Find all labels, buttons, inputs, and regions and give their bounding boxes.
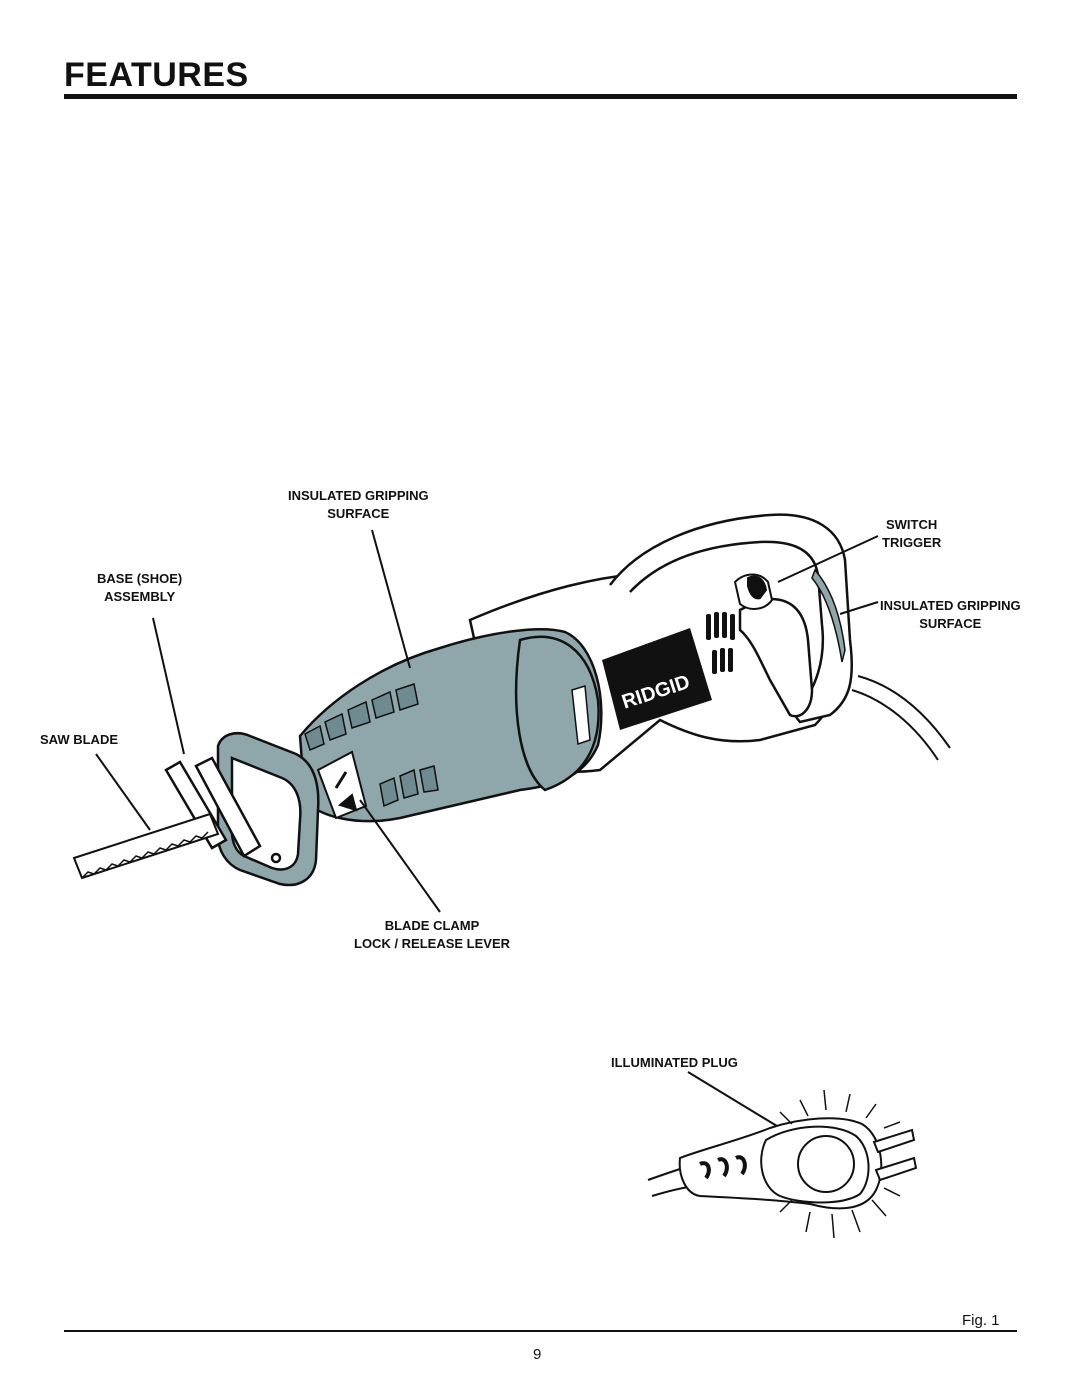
page-title: FEATURES <box>64 56 249 94</box>
label-base-shoe: BASE (SHOE) ASSEMBLY <box>97 571 183 604</box>
brand-badge: RIDGID <box>602 628 712 730</box>
blade-clamp-lever <box>316 750 368 820</box>
figure-label: Fig. 1 <box>962 1312 1000 1329</box>
illuminated-plug <box>647 1089 918 1239</box>
footer-rule <box>64 1330 1017 1332</box>
label-saw-blade: SAW BLADE <box>40 732 118 747</box>
base-shoe <box>164 732 320 887</box>
label-switch-trigger: SWITCH TRIGGER <box>882 517 942 550</box>
label-illuminated-plug: ILLUMINATED PLUG <box>611 1055 738 1070</box>
label-blade-clamp: BLADE CLAMP LOCK / RELEASE LEVER <box>354 918 511 951</box>
page-number: 9 <box>533 1346 542 1363</box>
power-cord <box>851 675 951 761</box>
saw-blade <box>72 812 220 880</box>
rear-grip-strip <box>811 568 846 663</box>
label-insulated-gripping-top: INSULATED GRIPPING SURFACE <box>288 488 429 521</box>
switch-trigger <box>733 573 774 610</box>
title-rule <box>64 94 1017 99</box>
front-grip <box>298 628 603 823</box>
vent-slots <box>706 612 735 674</box>
callout-leaders <box>95 529 879 1141</box>
label-insulated-gripping-right: INSULATED GRIPPING SURFACE <box>880 598 1021 631</box>
